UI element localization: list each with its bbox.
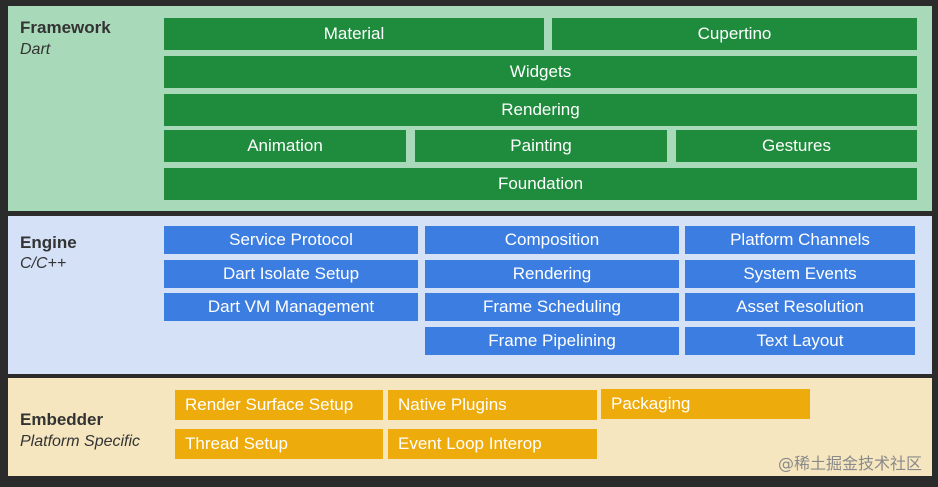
- embedder-layer: Embedder Platform Specific Render Surfac…: [8, 378, 932, 476]
- embedder-subtitle: Platform Specific: [20, 433, 141, 450]
- framework-layer: Framework Dart Material Cupertino Widget…: [8, 6, 932, 211]
- engine-box-rendering: Rendering: [425, 260, 679, 288]
- framework-box-gestures: Gestures: [676, 130, 917, 162]
- engine-title: Engine: [20, 233, 77, 252]
- embedder-box-native-plugins: Native Plugins: [388, 390, 597, 420]
- framework-subtitle: Dart: [20, 41, 51, 58]
- embedder-box-event-loop-interop: Event Loop Interop: [388, 429, 597, 459]
- engine-box-system-events: System Events: [685, 260, 915, 288]
- engine-box-service-protocol: Service Protocol: [164, 226, 418, 254]
- engine-subtitle: C/C++: [20, 255, 67, 272]
- engine-box-dart-vm-management: Dart VM Management: [164, 293, 418, 321]
- embedder-box-thread-setup: Thread Setup: [175, 429, 383, 459]
- engine-box-text-layout: Text Layout: [685, 327, 915, 355]
- engine-box-composition: Composition: [425, 226, 679, 254]
- embedder-box-packaging: Packaging: [601, 389, 810, 419]
- embedder-title: Embedder: [20, 410, 104, 429]
- framework-box-cupertino: Cupertino: [552, 18, 917, 50]
- engine-box-dart-isolate-setup: Dart Isolate Setup: [164, 260, 418, 288]
- engine-box-frame-pipelining: Frame Pipelining: [425, 327, 679, 355]
- framework-box-rendering: Rendering: [164, 94, 917, 126]
- engine-box-frame-scheduling: Frame Scheduling: [425, 293, 679, 321]
- engine-box-asset-resolution: Asset Resolution: [685, 293, 915, 321]
- framework-box-painting: Painting: [415, 130, 667, 162]
- embedder-box-render-surface-setup: Render Surface Setup: [175, 390, 383, 420]
- engine-box-platform-channels: Platform Channels: [685, 226, 915, 254]
- framework-box-material: Material: [164, 18, 544, 50]
- watermark-text: @稀土掘金技术社区: [777, 454, 922, 473]
- engine-layer: Engine C/C++ Service Protocol Dart Isola…: [8, 216, 932, 374]
- framework-box-animation: Animation: [164, 130, 406, 162]
- framework-box-widgets: Widgets: [164, 56, 917, 88]
- framework-title: Framework: [20, 18, 111, 37]
- framework-box-foundation: Foundation: [164, 168, 917, 200]
